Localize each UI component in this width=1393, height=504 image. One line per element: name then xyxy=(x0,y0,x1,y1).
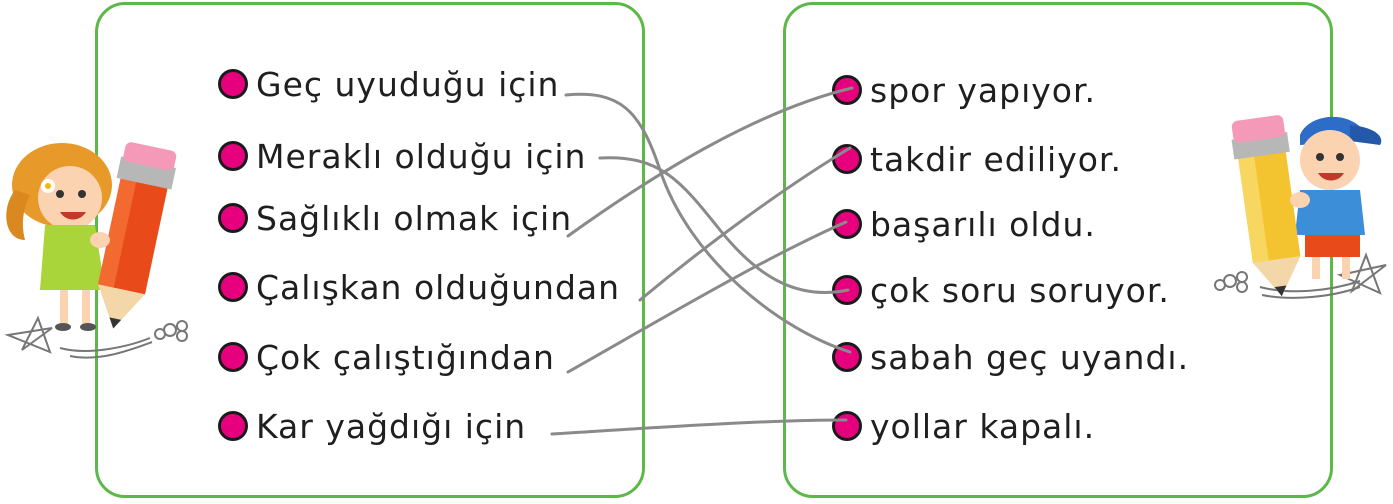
right-item[interactable]: spor yapıyor. xyxy=(832,68,1096,112)
left-item-label: Meraklı olduğu için xyxy=(256,136,587,176)
left-dot-icon[interactable] xyxy=(218,203,248,233)
left-item[interactable]: Geç uyuduğu için xyxy=(218,62,559,106)
girl-with-pencil-icon xyxy=(4,142,188,359)
right-item[interactable]: başarılı oldu. xyxy=(832,202,1096,246)
right-item[interactable]: yollar kapalı. xyxy=(832,404,1095,448)
left-panel xyxy=(95,2,645,498)
right-dot-icon[interactable] xyxy=(832,75,862,105)
right-dot-icon[interactable] xyxy=(832,144,862,174)
right-dot-icon[interactable] xyxy=(832,411,862,441)
right-item-label: sabah geç uyandı. xyxy=(870,337,1190,377)
right-item[interactable]: takdir ediliyor. xyxy=(832,137,1122,181)
left-dot-icon[interactable] xyxy=(218,69,248,99)
left-item[interactable]: Meraklı olduğu için xyxy=(218,134,586,178)
left-dot-icon[interactable] xyxy=(218,342,248,372)
left-item-label: Çok çalıştığından xyxy=(256,337,555,377)
left-dot-icon[interactable] xyxy=(218,411,248,441)
left-item[interactable]: Kar yağdığı için xyxy=(218,404,526,448)
left-item-label: Geç uyuduğu için xyxy=(256,64,560,104)
boy-with-pencil-icon xyxy=(1214,115,1387,299)
right-item-label: spor yapıyor. xyxy=(870,70,1097,110)
left-item-label: Çalışkan olduğundan xyxy=(256,267,621,307)
right-dot-icon[interactable] xyxy=(832,275,862,305)
left-item[interactable]: Çok çalıştığından xyxy=(218,335,555,379)
right-item[interactable]: sabah geç uyandı. xyxy=(832,335,1189,379)
left-item-label: Kar yağdığı için xyxy=(256,406,527,446)
right-dot-icon[interactable] xyxy=(832,209,862,239)
right-item-label: başarılı oldu. xyxy=(870,204,1096,244)
right-item-label: çok soru soruyor. xyxy=(870,270,1170,310)
left-item[interactable]: Sağlıklı olmak için xyxy=(218,196,572,240)
right-panel xyxy=(783,2,1333,498)
right-item-label: yollar kapalı. xyxy=(870,406,1096,446)
left-item[interactable]: Çalışkan olduğundan xyxy=(218,265,620,309)
left-item-label: Sağlıklı olmak için xyxy=(256,198,573,238)
right-dot-icon[interactable] xyxy=(832,342,862,372)
right-item-label: takdir ediliyor. xyxy=(870,139,1122,179)
right-item[interactable]: çok soru soruyor. xyxy=(832,268,1170,312)
left-dot-icon[interactable] xyxy=(218,141,248,171)
left-dot-icon[interactable] xyxy=(218,272,248,302)
